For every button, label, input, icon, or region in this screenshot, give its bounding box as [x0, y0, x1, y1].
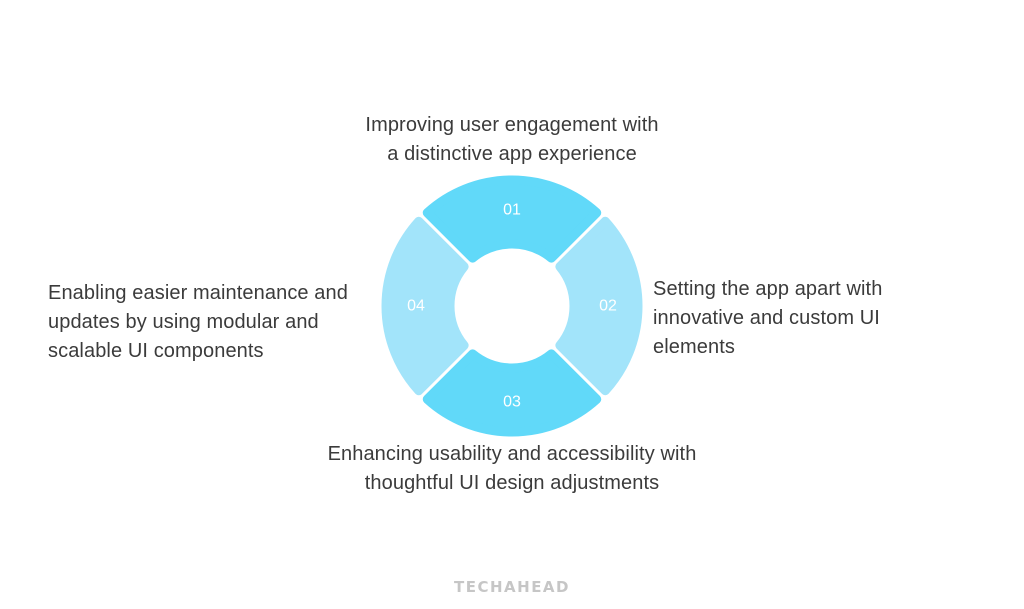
segment-label-02: 02 — [599, 298, 617, 315]
caption-01: Improving user engagement with a distinc… — [330, 111, 694, 169]
segment-03 — [422, 349, 602, 437]
caption-line: a distinctive app experience — [387, 143, 637, 165]
caption-line: Enhancing usability and accessibility wi… — [327, 443, 697, 465]
cycle-wheel: 01 02 03 04 — [381, 175, 643, 437]
caption-line: innovative and custom UI — [653, 307, 880, 329]
caption-line: Improving user engagement with — [365, 114, 659, 136]
brand-logo: TECHAHEAD — [453, 578, 570, 596]
caption-line: Setting the app apart with — [653, 278, 883, 300]
segment-04 — [381, 216, 469, 396]
segment-02 — [555, 216, 643, 396]
caption-line: updates by using modular and — [48, 311, 319, 333]
segment-label-04: 04 — [407, 298, 425, 315]
caption-03: Enhancing usability and accessibility wi… — [290, 440, 734, 498]
segment-01 — [422, 175, 602, 263]
caption-line: Enabling easier maintenance and — [48, 282, 348, 304]
caption-line: thoughtful UI design adjustments — [364, 472, 660, 494]
caption-02: Setting the app apart with innovative an… — [653, 275, 882, 362]
segment-label-03: 03 — [503, 394, 521, 411]
caption-line: scalable UI components — [48, 340, 264, 362]
caption-line: elements — [653, 336, 735, 358]
caption-04: Enabling easier maintenance and updates … — [48, 279, 348, 366]
segment-label-01: 01 — [503, 202, 521, 219]
